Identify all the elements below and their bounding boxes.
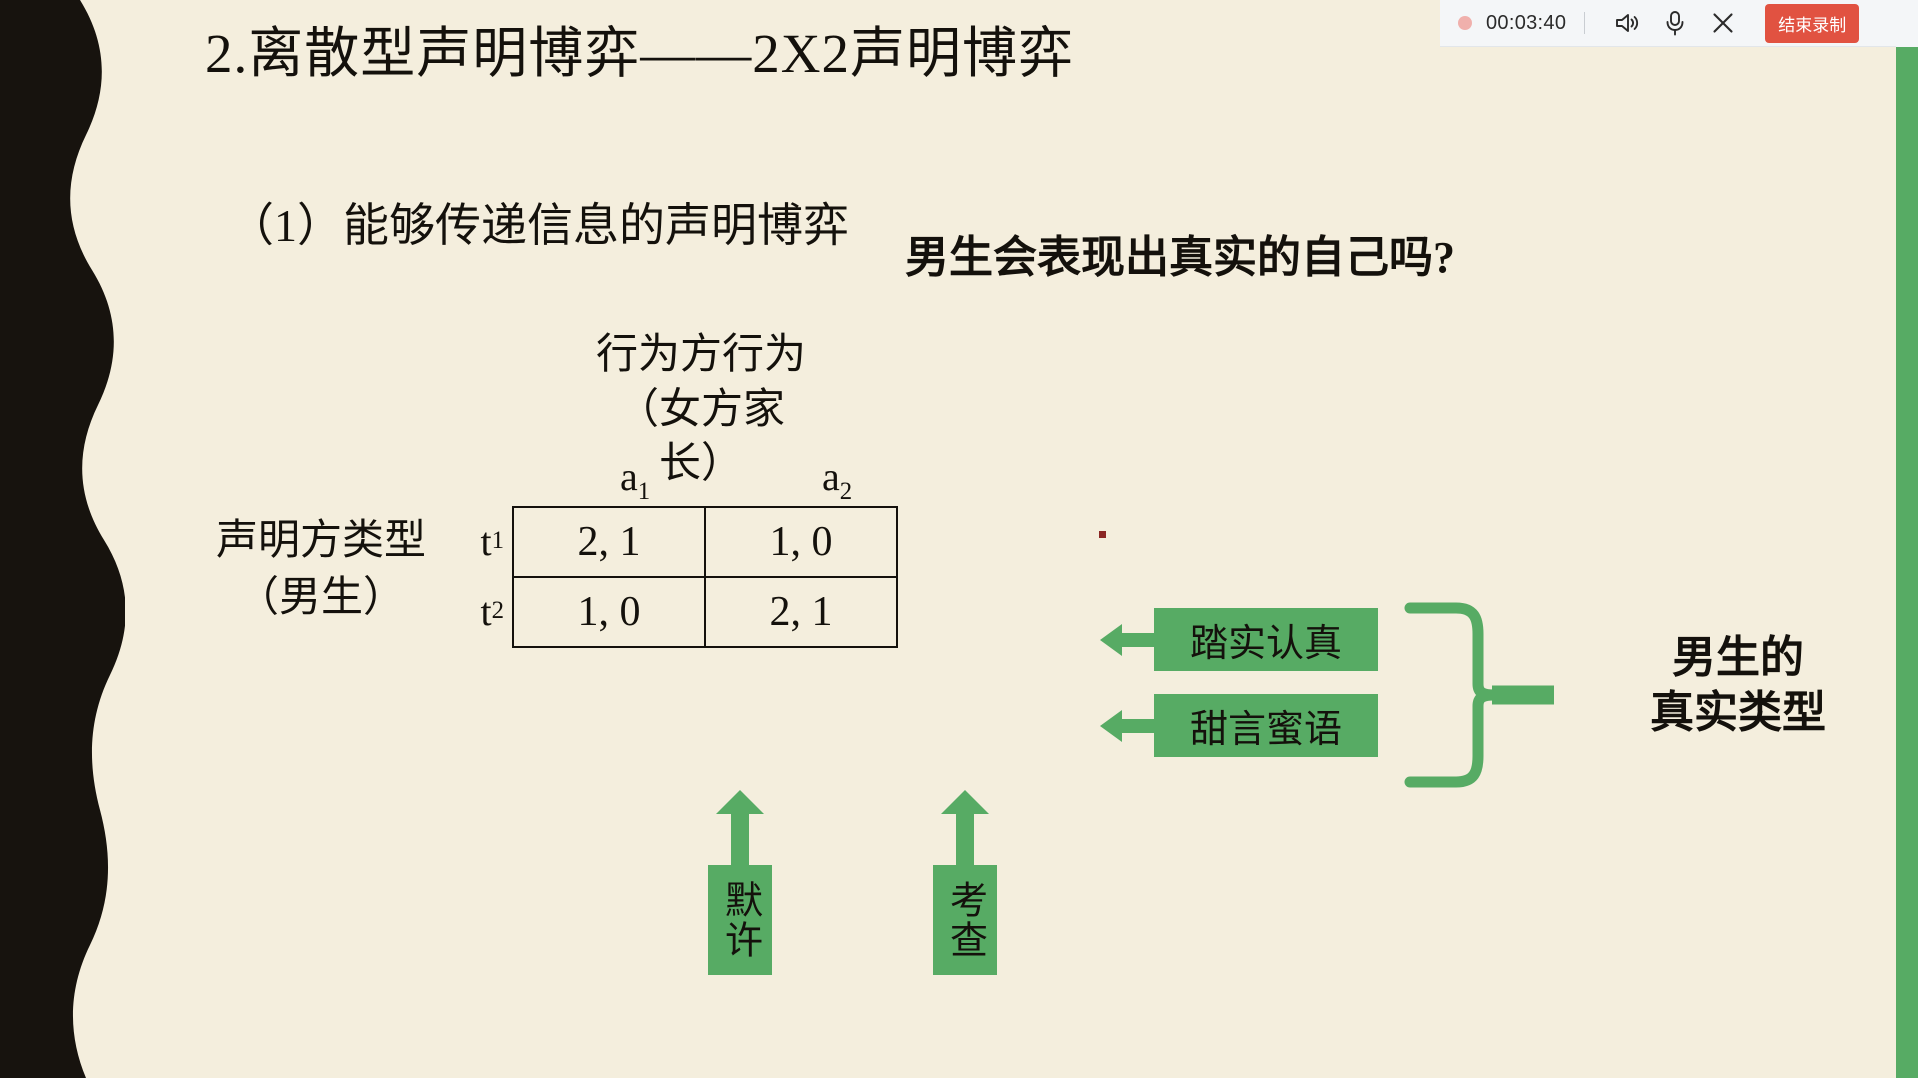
column-label-a2: a2 (822, 454, 853, 505)
type-tag-steady: 踏实认真 (1154, 608, 1378, 671)
subtitle: （1）能够传递信息的声明博弈 (228, 200, 849, 251)
action-tag-default-allow: 默许 (708, 865, 772, 975)
column-player-label-line2: （女方家长） (616, 386, 785, 488)
left-arrow-type2-icon (1100, 710, 1160, 742)
left-wavy-band-decoration (0, 0, 125, 1078)
left-arrow-type1-icon (1100, 624, 1160, 656)
payoff-table: 2, 1 1, 0 1, 0 2, 1 (512, 506, 898, 648)
column-player-label: 行为方行为 （女方家长） (586, 328, 816, 492)
page-title: 2.离散型声明博弈——2X2声明博弈 (205, 23, 1074, 84)
payoff-cell-t2-a1: 1, 0 (512, 576, 706, 648)
question-text: 男生会表现出真实的自己吗? (905, 233, 1455, 282)
up-arrow-action1-icon (716, 790, 764, 870)
row-player-label-line1: 声明方类型 (215, 518, 426, 564)
payoff-cell-t2-a2: 2, 1 (704, 576, 898, 648)
column-player-label-line1: 行为方行为 (595, 332, 806, 378)
stop-recording-button[interactable]: 结束录制 (1765, 3, 1860, 43)
column-label-a1: a1 (620, 454, 651, 505)
speaker-icon[interactable] (1610, 6, 1644, 40)
matrix-column-labels: a1 a2 (512, 454, 942, 506)
up-arrow-action2-icon (941, 790, 989, 870)
true-type-line1: 男生的 (1672, 633, 1804, 682)
green-curly-brace (1404, 602, 1554, 788)
right-edge-white-strip (1896, 0, 1918, 47)
recording-timer: 00:03:40 (1486, 11, 1567, 34)
record-dot-icon (1458, 16, 1472, 30)
table-row: 1, 0 2, 1 (512, 576, 898, 648)
payoff-cell-t1-a1: 2, 1 (512, 506, 706, 578)
microphone-icon[interactable] (1658, 6, 1692, 40)
true-type-line2: 真实类型 (1650, 688, 1826, 737)
red-dot-mark (1099, 531, 1106, 538)
row-player-label-line2: （男生） (236, 574, 405, 621)
true-type-label: 男生的 真实类型 (1593, 630, 1883, 740)
toolbar-divider (1584, 12, 1586, 34)
row-player-label: 声明方类型 （男生） (196, 513, 446, 626)
recording-toolbar: 00:03:40 结束录制 (1440, 0, 1896, 47)
close-icon[interactable] (1706, 6, 1740, 40)
table-row: 2, 1 1, 0 (512, 506, 898, 578)
action-tag-examine: 考查 (933, 865, 997, 975)
payoff-cell-t1-a2: 1, 0 (704, 506, 898, 578)
right-edge-green-band (1896, 47, 1918, 1078)
type-tag-sweettalk: 甜言蜜语 (1154, 694, 1378, 757)
